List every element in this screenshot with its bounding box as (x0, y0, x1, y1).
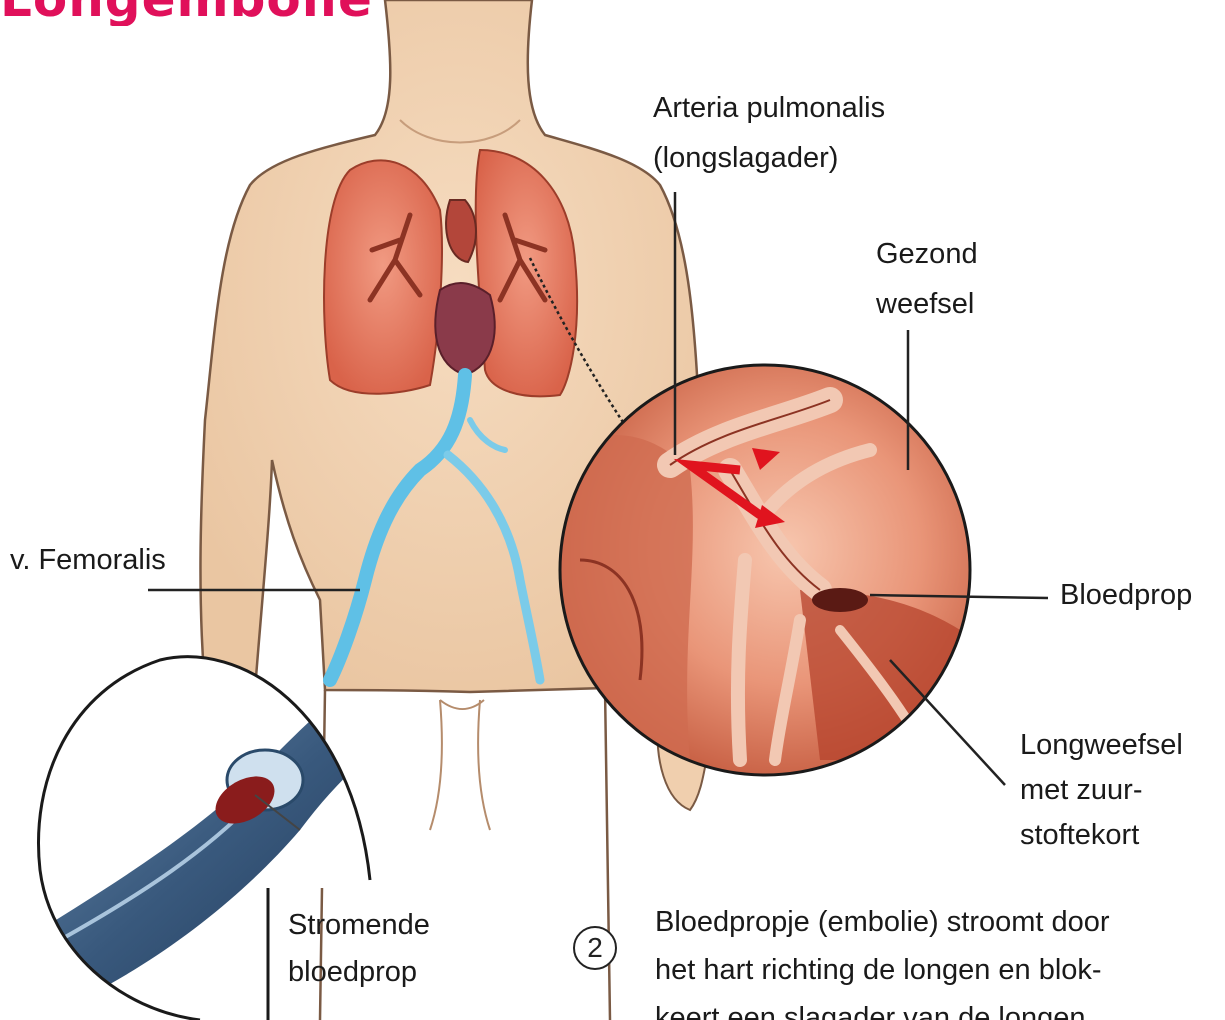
longweefsel-callout-line (890, 660, 1005, 785)
caption-box: Bloedpropje (embolie) stroomt door het h… (655, 898, 1215, 1020)
label-femoralis: v. Femoralis (10, 538, 166, 582)
step-number-badge: 2 (573, 926, 617, 970)
lung-zoom-circle (560, 365, 975, 775)
heart (435, 283, 494, 375)
label-longweefsel: Longweefsel (1020, 723, 1183, 767)
label-stoftekort: stoftekort (1020, 813, 1139, 857)
label-weefsel: weefsel (876, 282, 974, 326)
caption-text: Bloedpropje (embolie) stroomt door het h… (655, 898, 1215, 1020)
label-stromende: Stromende (288, 903, 430, 947)
label-longslagader: (longslagader) (653, 136, 838, 180)
label-gezond: Gezond (876, 232, 978, 276)
label-bloedprop-stromend: bloedprop (288, 950, 417, 994)
label-arteria-pulmonalis: Arteria pulmonalis (653, 86, 885, 130)
label-met-zuur: met zuur- (1020, 768, 1142, 812)
label-bloedprop: Bloedprop (1060, 573, 1192, 617)
